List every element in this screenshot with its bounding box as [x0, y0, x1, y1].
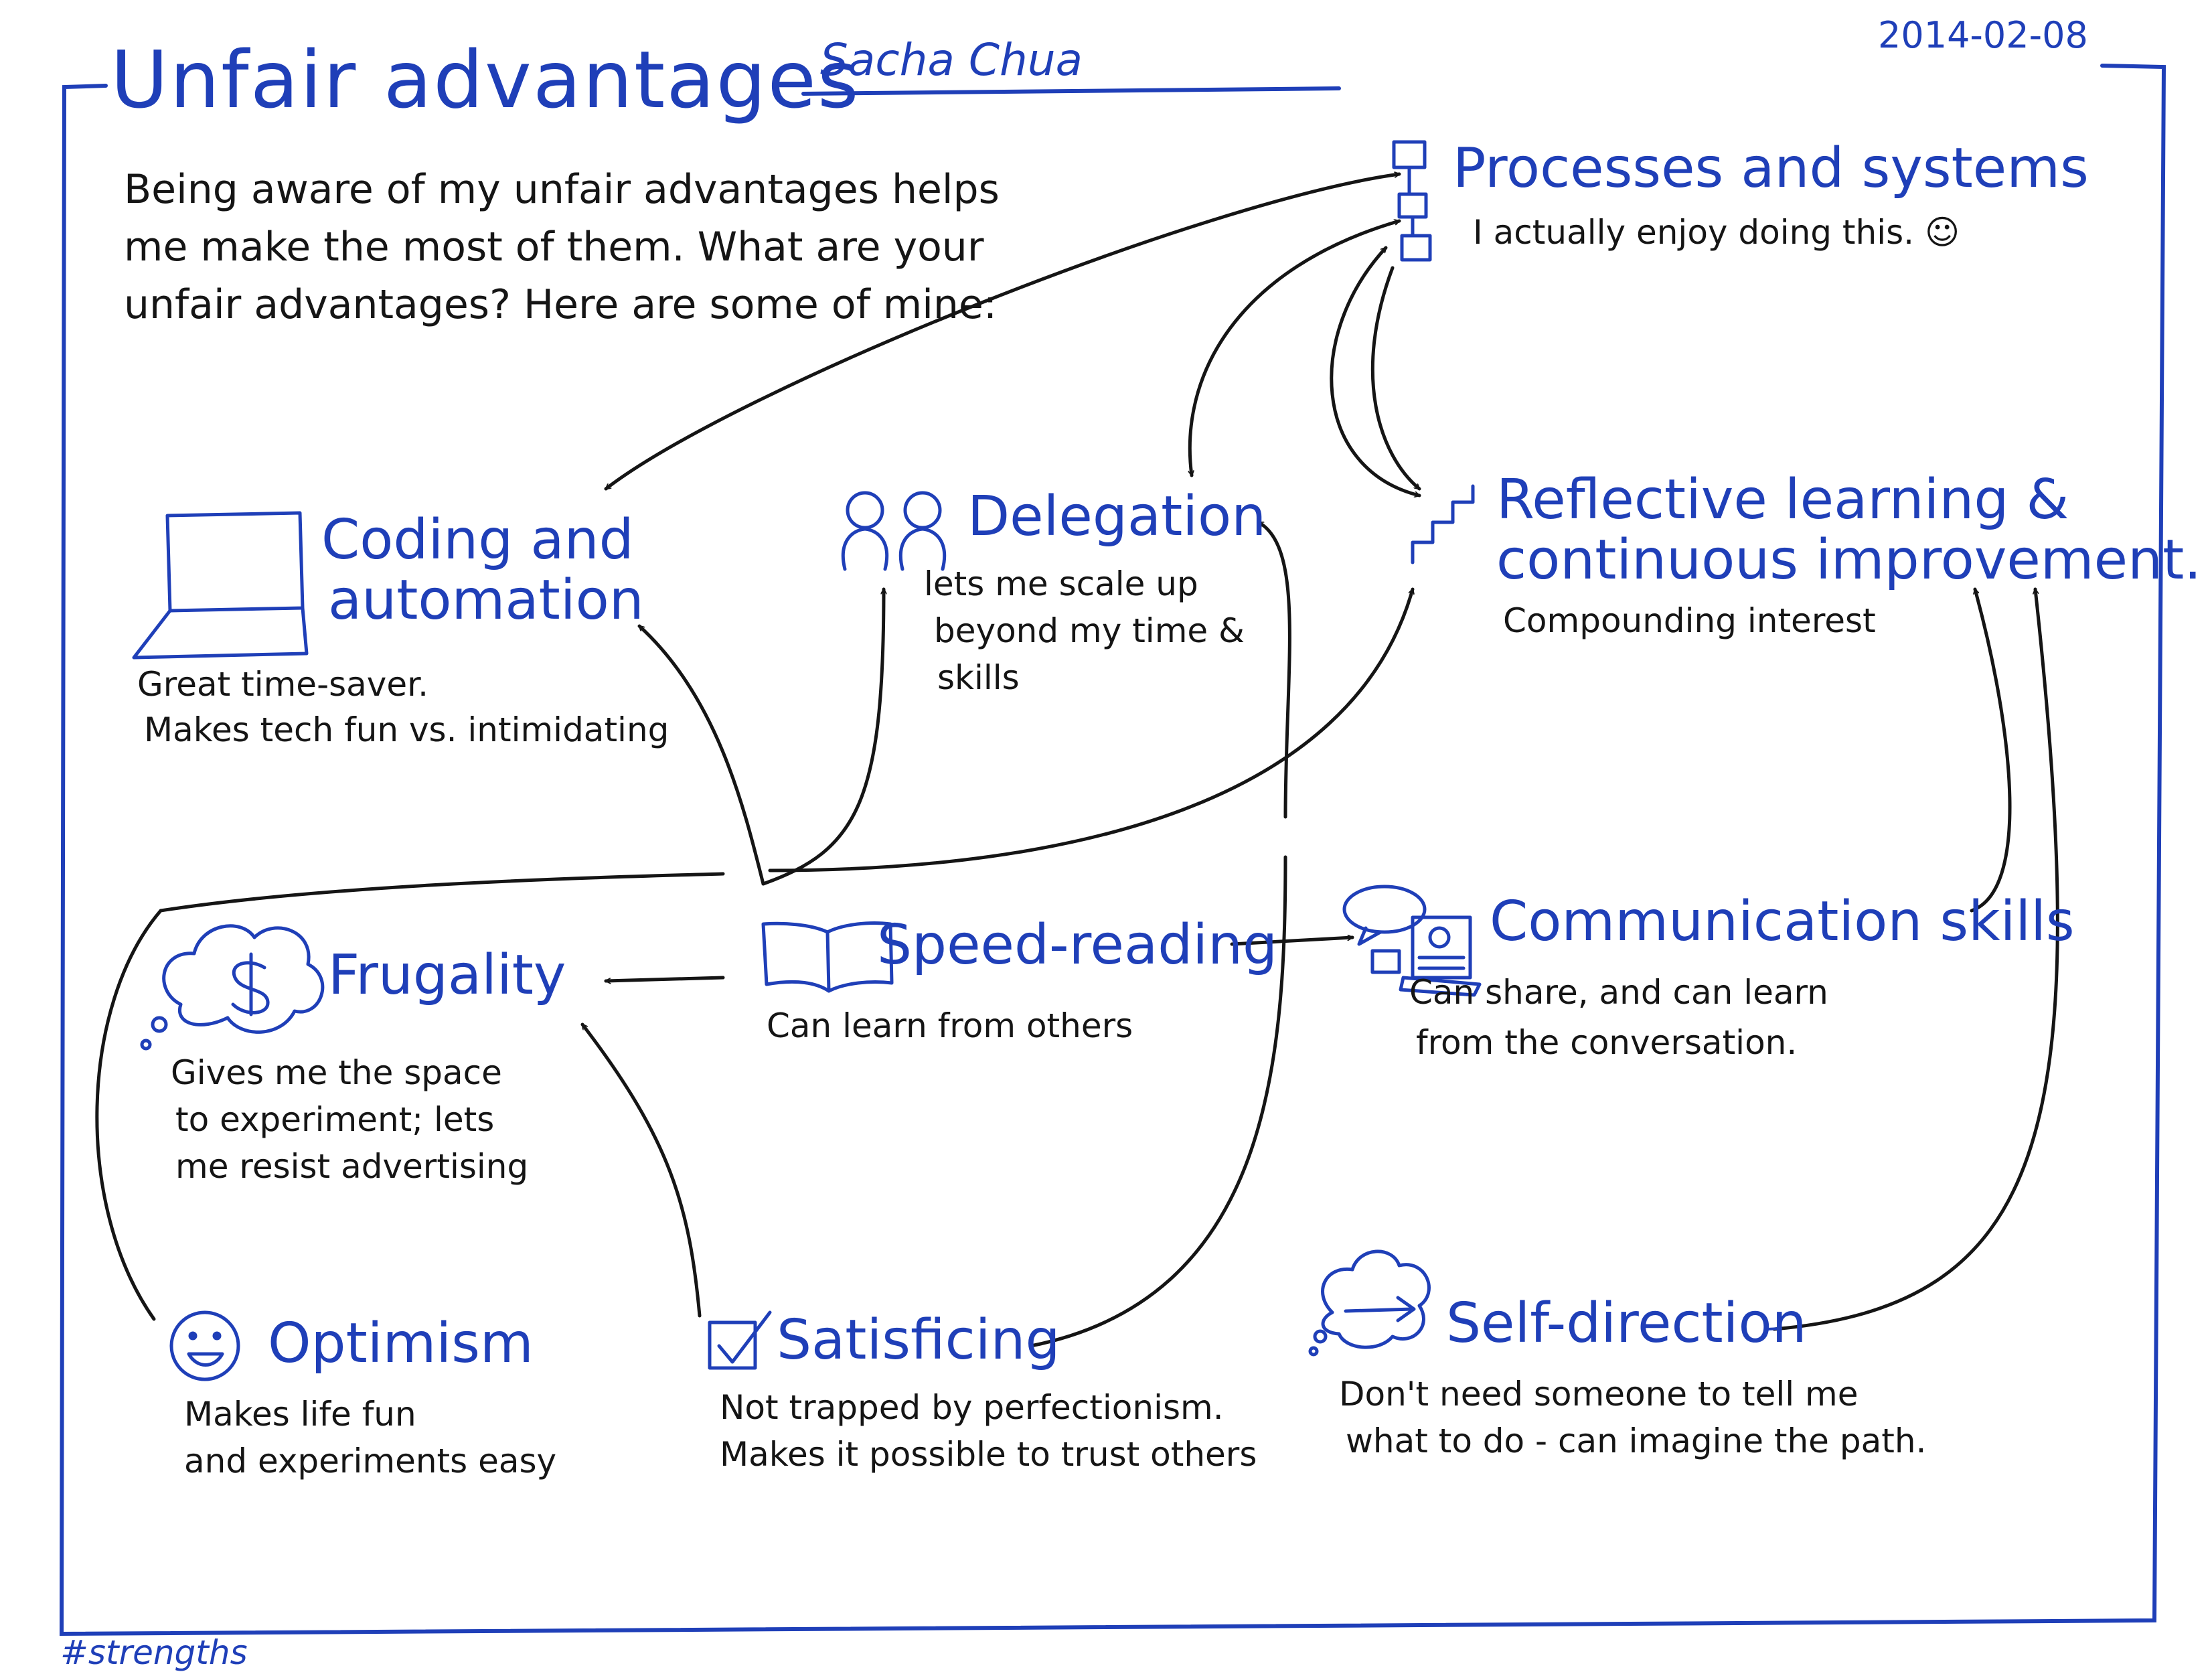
arrow-speed-to-frugality — [604, 976, 725, 981]
coding-title-line1: Coding and — [321, 508, 634, 572]
self-direction-underline — [1766, 1327, 1782, 1330]
arrow-processes-to-reflective-inner — [1370, 266, 1421, 491]
arrow-delegation-to-processes — [1190, 221, 1401, 477]
speech-bubble-icon — [1342, 885, 1482, 997]
arrow-speed-to-delegation — [761, 587, 884, 886]
optimism-desc-line1: Makes life fun — [184, 1395, 416, 1434]
frugality-desc-line1: Gives me the space — [171, 1053, 502, 1092]
arrow-satisficing-to-delegation-lower — [1029, 855, 1287, 1348]
arrow-cloud-icon — [1308, 1249, 1431, 1357]
page-title: Unfair advantages — [110, 33, 860, 126]
satisficing-desc-line2: Makes it possible to trust others — [720, 1435, 1257, 1474]
page-frame — [59, 64, 2166, 1636]
author-name: Sacha Chua — [820, 34, 1083, 86]
coding-desc-line1: Great time-saver. — [137, 665, 429, 704]
arrow-speed-to-communication — [1230, 937, 1354, 946]
arrow-processes-to-reflective — [1330, 246, 1421, 496]
arrow-satisficing-to-delegation — [1257, 520, 1291, 819]
frugality-desc-line2: to experiment; lets — [175, 1100, 495, 1139]
speed-reading-title: Speed-reading — [877, 913, 1278, 977]
smiley-icon — [169, 1310, 240, 1381]
optimism-title: Optimism — [268, 1312, 534, 1375]
laptop-icon — [132, 511, 309, 660]
page-date: 2014-02-08 — [1878, 14, 2088, 56]
self-direction-title: Self-direction — [1446, 1292, 1807, 1355]
processes-desc: I actually enjoy doing this. ☺ — [1473, 213, 1960, 252]
people-icon — [841, 491, 947, 571]
delegation-desc-line3: skills — [937, 658, 1020, 697]
arrow-speed-to-coding — [637, 624, 765, 886]
reflective-title-line1: Reflective learning & — [1496, 468, 2069, 532]
arrow-optimism-to-speed — [95, 872, 725, 1321]
delegation-title: Delegation — [967, 485, 1267, 548]
reflective-title-line2: continuous improvement. — [1496, 528, 2202, 592]
stairs-icon — [1411, 484, 1475, 564]
hashtag-label: #strengths — [60, 1633, 248, 1672]
delegation-desc-line2: beyond my time & — [934, 611, 1245, 650]
self-direction-desc-line1: Don't need someone to tell me — [1339, 1375, 1859, 1414]
communication-desc-line2: from the conversation. — [1416, 1023, 1798, 1062]
frugality-desc-line3: me resist advertising — [175, 1147, 529, 1186]
arrow-communication-to-reflective — [1970, 587, 2012, 913]
open-book-icon — [761, 921, 894, 993]
frugality-title: Frugality — [328, 943, 566, 1007]
coding-title-line2: automation — [328, 568, 644, 632]
checkbox-icon — [708, 1310, 772, 1370]
intro-text: Being aware of my unfair advantages help… — [124, 166, 1000, 328]
arrow-selfdirection-to-reflective — [1772, 587, 2059, 1331]
arrow-coding-processes — [604, 174, 1401, 491]
delegation-desc-line1: lets me scale up — [924, 564, 1198, 603]
money-thought-icon — [140, 924, 325, 1051]
communication-desc-line1: Can share, and can learn — [1409, 973, 1828, 1012]
self-direction-desc-line2: what to do - can imagine the path. — [1346, 1422, 1927, 1460]
speed-reading-desc: Can learn from others — [767, 1006, 1133, 1045]
processes-title: Processes and systems — [1453, 137, 2089, 200]
arrow-speed-to-reflective — [768, 587, 1413, 872]
satisficing-desc-line1: Not trapped by perfectionism. — [720, 1388, 1224, 1427]
reflective-desc: Compounding interest — [1503, 601, 1876, 640]
optimism-desc-line2: and experiments easy — [184, 1442, 557, 1480]
satisficing-title: Satisficing — [777, 1308, 1060, 1372]
communication-title: Communication skills — [1490, 890, 2075, 954]
arrow-satisficing-to-frugality — [580, 1022, 702, 1318]
flowchart-icon — [1392, 140, 1432, 262]
coding-desc-line2: Makes tech fun vs. intimidating — [144, 710, 669, 749]
